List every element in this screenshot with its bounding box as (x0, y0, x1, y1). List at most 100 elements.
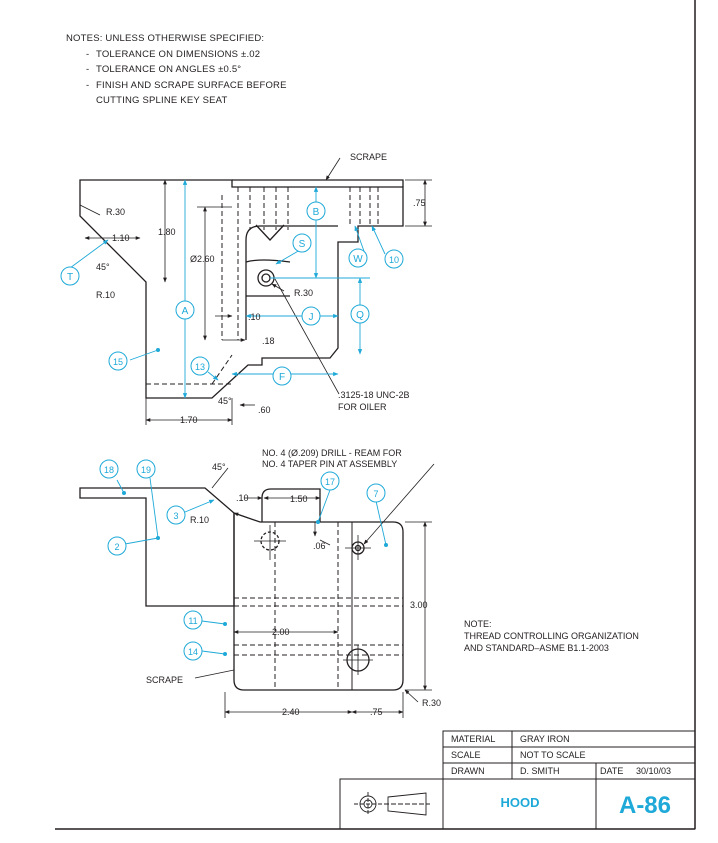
drill-note-1: NO. 4 (Ø.209) DRILL - REAM FOR (262, 448, 402, 458)
note-continuation: CUTTING SPLINE KEY SEAT (96, 95, 228, 106)
top-dim-240: 2.40 (282, 707, 300, 717)
top-dim-200: 2.00 (272, 627, 290, 637)
top-angle-45: 45° (212, 462, 226, 472)
top-dim-300: 3.00 (410, 600, 428, 610)
thread-note-2: FOR OILER (338, 402, 387, 412)
balloon-15: 15 (108, 351, 128, 371)
balloon-j: J (301, 306, 321, 326)
balloon-f: F (272, 366, 292, 386)
drill-note-2: NO. 4 TAPER PIN AT ASSEMBLY (262, 459, 397, 469)
front-dims (79, 157, 432, 425)
balloon-13: 13 (190, 356, 210, 376)
svg-text:17: 17 (325, 477, 335, 487)
top-balloons: 18 19 17 7 3 2 11 14 (99, 459, 386, 661)
dim-170: 1.70 (180, 415, 198, 425)
dim-18: .18 (262, 336, 275, 346)
top-dims (194, 463, 435, 718)
bore-profile (245, 225, 338, 241)
svg-text:13: 13 (195, 362, 205, 372)
angle-45: 45° (96, 262, 110, 272)
balloon-t: T (60, 266, 80, 286)
top-dim-10: .10 (236, 493, 249, 503)
drawing-number: A-86 (619, 792, 671, 819)
svg-text:14: 14 (188, 647, 198, 657)
svg-text:11: 11 (188, 616, 197, 626)
balloon-11: 11 (183, 610, 203, 630)
balloon-a: A (175, 300, 195, 320)
balloon-10: 10 (384, 249, 404, 269)
balloon-2: 2 (107, 536, 127, 556)
dim-75: .75 (413, 198, 426, 208)
scale-value: NOT TO SCALE (520, 750, 586, 760)
scrape-flange (232, 179, 404, 187)
front-view (79, 179, 404, 399)
front-balloons: T A B S W 10 Q J F 15 13 (60, 201, 404, 386)
svg-text:W: W (353, 254, 363, 265)
thread-note-heading: NOTE: (464, 619, 492, 629)
thread-note-1: .3125-18 UNC-2B (338, 390, 410, 400)
balloon-3: 3 (166, 505, 186, 525)
balloon-19: 19 (136, 459, 156, 479)
top-dim-06: .06 (313, 541, 326, 551)
dim-180: 1.80 (158, 227, 176, 237)
svg-text:Q: Q (356, 310, 364, 321)
top-labels: NO. 4 (Ø.209) DRILL - REAM FOR NO. 4 TAP… (146, 448, 441, 717)
drawn-value: D. SMITH (520, 766, 560, 776)
front-labels: SCRAPE R.30 1.10 1.80 45° R.10 Ø2.60 .75… (96, 152, 426, 425)
balloon-s: S (292, 233, 312, 253)
r30-mid: R.30 (294, 288, 313, 298)
svg-text:T: T (67, 272, 73, 283)
top-left-flange (79, 487, 235, 607)
svg-text:F: F (279, 372, 285, 383)
notes-heading: NOTES: UNLESS OTHERWISE SPECIFIED: (66, 33, 265, 44)
dia-260: Ø2.60 (190, 254, 215, 264)
material-label: MATERIAL (451, 734, 495, 744)
top-r30: R.30 (422, 698, 441, 708)
svg-text:10: 10 (389, 255, 399, 265)
leader-dots (122, 491, 388, 656)
svg-text:15: 15 (113, 357, 123, 367)
top-dim-75: .75 (370, 707, 383, 717)
svg-text:19: 19 (141, 465, 151, 475)
thread-note: NOTE: THREAD CONTROLLING ORGANIZATION AN… (464, 619, 639, 653)
svg-text:S: S (299, 239, 306, 250)
top-body (233, 512, 404, 691)
thread-note-line2: AND STANDARD–ASME B1.1-2003 (464, 643, 609, 653)
svg-text:7: 7 (373, 489, 378, 499)
top-blue-leaders (116, 477, 387, 655)
balloon-14: 14 (183, 641, 203, 661)
dim-10: .10 (248, 312, 261, 322)
dim-60: .60 (258, 405, 271, 415)
top-hidden (234, 522, 403, 690)
balloon-b: B (306, 201, 326, 221)
projection-symbol-icon (354, 792, 430, 816)
drawn-label: DRAWN (451, 766, 485, 776)
leader-dot (156, 348, 160, 352)
title-block (339, 730, 696, 830)
svg-text:18: 18 (104, 465, 114, 475)
top-r10: R.10 (190, 515, 209, 525)
angle-45-bottom: 45° (218, 396, 232, 406)
drawing-title: HOOD (501, 795, 540, 810)
r10-label: R.10 (96, 290, 115, 300)
balloon-7: 7 (366, 483, 386, 503)
svg-text:B: B (313, 207, 320, 218)
front-outline (79, 179, 404, 399)
date-value: 30/10/03 (636, 766, 671, 776)
material-value: GRAY IRON (520, 734, 570, 744)
note-item: -TOLERANCE ON DIMENSIONS ±.02 (86, 48, 261, 60)
balloon-w: W (348, 248, 368, 268)
svg-text:J: J (309, 312, 314, 323)
balloon-18: 18 (99, 459, 119, 479)
note-item: -FINISH AND SCRAPE SURFACE BEFORE (86, 79, 287, 91)
note-item: -TOLERANCE ON ANGLES ±0.5° (86, 64, 242, 75)
svg-text:2: 2 (114, 542, 119, 552)
top-dim-150: 1.50 (290, 494, 308, 504)
general-notes: NOTES: UNLESS OTHERWISE SPECIFIED: -TOLE… (66, 31, 287, 109)
balloon-17: 17 (320, 471, 340, 491)
top-scrape: SCRAPE (146, 675, 183, 685)
r30-label: R.30 (106, 207, 125, 217)
drill-point (255, 224, 285, 241)
